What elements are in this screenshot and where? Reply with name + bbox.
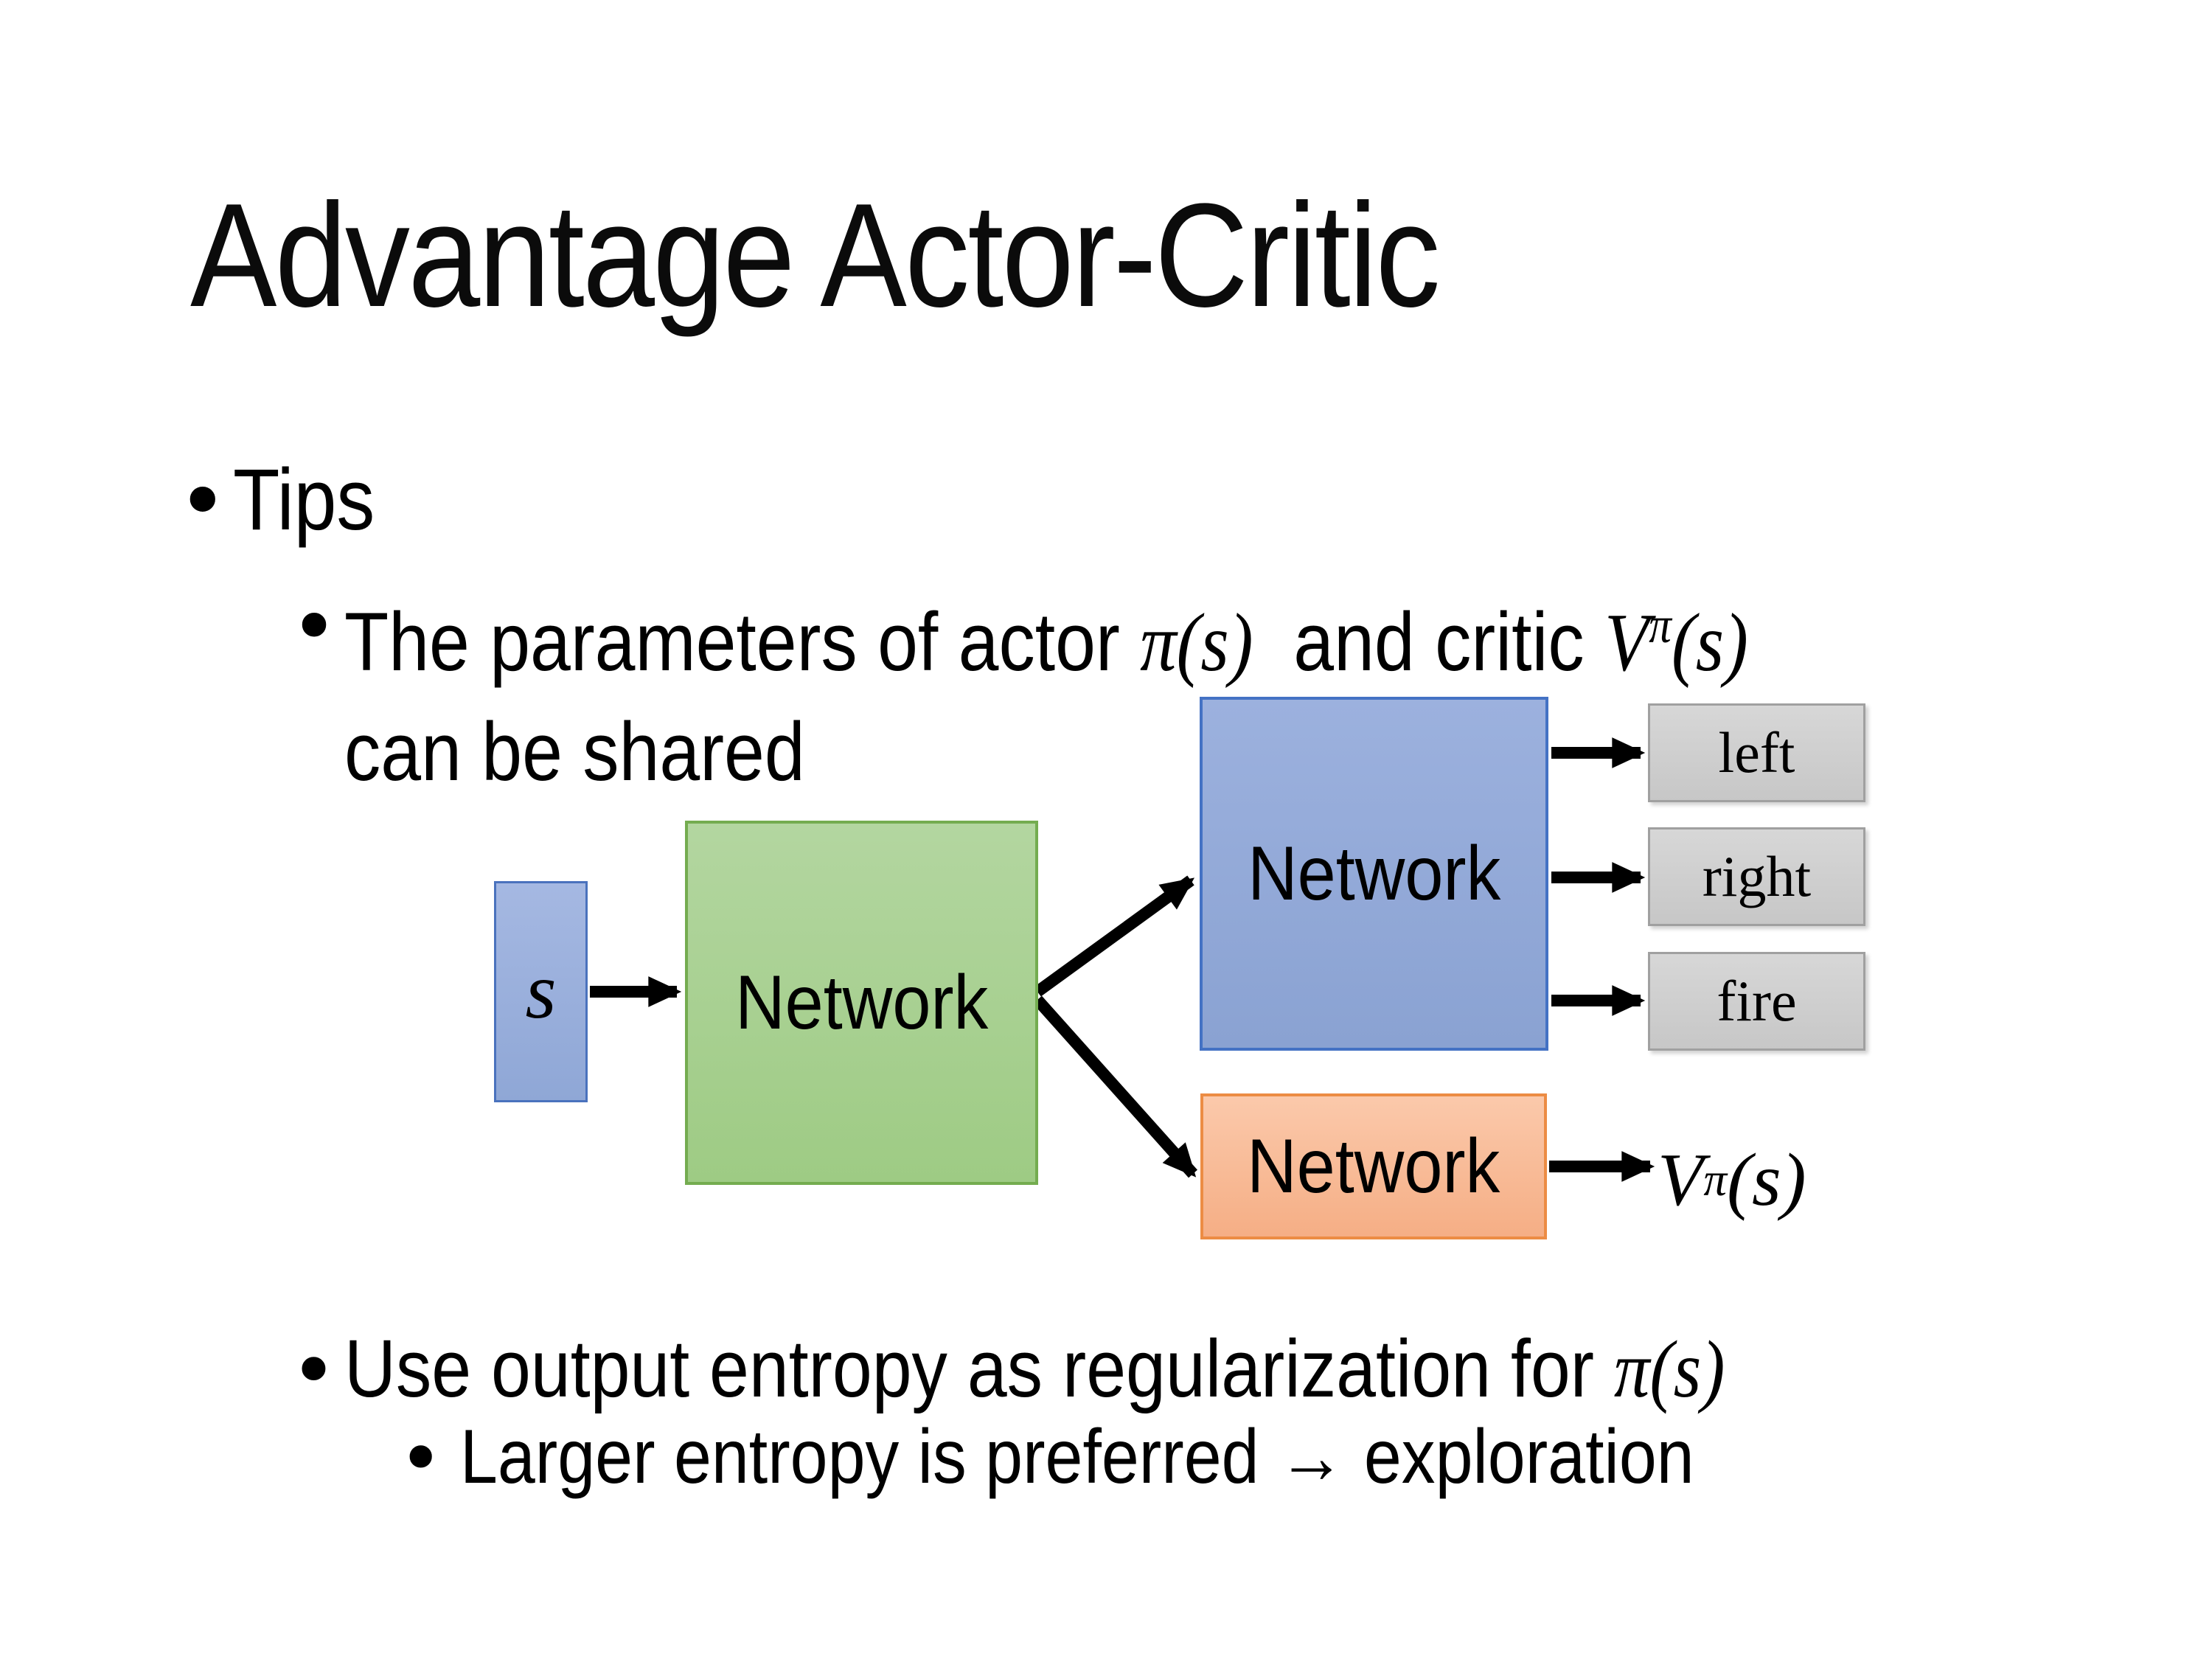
bullet-larger-entropy-text: Larger entropy is preferred → exploratio… xyxy=(460,1414,1694,1500)
bullet-entropy-text: Use output entropy as regularization for… xyxy=(344,1324,1725,1415)
shared-network-label: Network xyxy=(734,959,989,1046)
actor-network-box: Network xyxy=(1200,697,1548,1051)
action-fire-box: fire xyxy=(1648,952,1865,1051)
slide-title: Advantage Actor-Critic xyxy=(190,171,1609,341)
slide-title-text: Advantage Actor-Critic xyxy=(190,173,1441,338)
action-left-box: left xyxy=(1648,703,1865,802)
bullet-entropy-regularization: • Use output entropy as regularization f… xyxy=(290,1324,1913,1419)
action-left-label: left xyxy=(1718,720,1795,785)
critic-output-arg: (s) xyxy=(1727,1138,1806,1222)
critic-value-math: Vπ(s) xyxy=(1604,597,1748,689)
shared-line1-mid: and critic xyxy=(1253,596,1605,689)
critic-network-label: Network xyxy=(1247,1123,1500,1209)
entropy-pre: Use output entropy as regularization for xyxy=(344,1324,1614,1414)
input-state-box: s xyxy=(494,881,588,1102)
bullet-dot: • xyxy=(398,1413,444,1504)
actor-policy-math: π(s) xyxy=(1140,597,1253,689)
actor-network-label: Network xyxy=(1247,830,1501,917)
critic-value-base: V xyxy=(1604,597,1649,689)
action-fire-label: fire xyxy=(1717,969,1797,1033)
critic-value-sup: π xyxy=(1649,597,1672,654)
critic-output-sup: π xyxy=(1703,1153,1727,1206)
bullet-dot: • xyxy=(177,451,229,553)
shared-network-box: Network xyxy=(685,821,1038,1185)
critic-value-arg: (s) xyxy=(1671,597,1748,689)
bullet-tips-label: Tips xyxy=(233,451,375,549)
bullet-dot: • xyxy=(290,580,339,676)
bullet-larger-entropy: • Larger entropy is preferred → explorat… xyxy=(398,1413,1863,1504)
bullet-shared-params: • The parameters of actor π(s) and criti… xyxy=(290,571,1940,807)
critic-output-base: V xyxy=(1658,1138,1704,1222)
action-right-box: right xyxy=(1648,827,1865,926)
bullet-shared-params-text: The parameters of actor π(s) and critic … xyxy=(344,571,1748,807)
bullet-tips: • Tips xyxy=(177,451,394,553)
input-state-label: s xyxy=(525,947,557,1035)
arrow-shared-to-actor-icon xyxy=(1034,875,1195,997)
entropy-policy-math: π(s) xyxy=(1613,1324,1725,1414)
bullet-dot: • xyxy=(290,1324,338,1419)
arrow-shared-to-critic-icon xyxy=(1033,995,1197,1178)
bullet-shared-params-line2: can be shared xyxy=(344,706,805,799)
bullet-shared-params-line1: The parameters of actor π(s) and critic … xyxy=(344,571,1748,698)
shared-line1-pre: The parameters of actor xyxy=(344,596,1141,689)
critic-network-box: Network xyxy=(1200,1093,1547,1239)
action-right-label: right xyxy=(1702,844,1812,908)
